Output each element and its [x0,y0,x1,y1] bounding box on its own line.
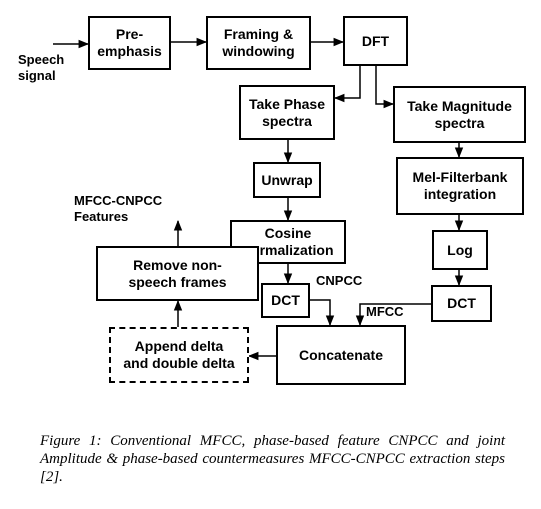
figure-caption: Figure 1: Conventional MFCC, phase-based… [40,433,505,485]
cosine-normalization-box: Cosine normalization [230,220,346,264]
append-delta-box: Append delta and double delta [109,327,249,383]
cnpcc-label: CNPCC [316,273,363,288]
features-output-label: MFCC-CNPCC Features [74,193,163,224]
arrow-mfcc-to-concatenate [355,303,431,327]
remove-nonspeech-box: Remove non- speech frames [96,246,259,301]
phase-spectra-box: Take Phase spectra [239,85,335,140]
speech-signal-label: Speech signal [18,52,65,83]
unwrap-box: Unwrap [253,162,321,198]
dct-box-mfcc: DCT [431,285,492,322]
dft-box: DFT [343,16,408,66]
pre-emphasis-box: Pre- emphasis [88,16,171,70]
arrow-cnpcc-to-concatenate [310,299,335,327]
log-box: Log [432,230,488,270]
mel-filterbank-box: Mel-Filterbank integration [396,157,524,215]
concatenate-box: Concatenate [276,325,406,385]
mfcc-label: MFCC [366,304,404,319]
dct-box-cnpcc: DCT [261,283,310,318]
magnitude-spectra-box: Take Magnitude spectra [393,86,526,143]
framing-windowing-box: Framing & windowing [206,16,311,70]
arrow-dft-to-phase [333,66,361,103]
arrow-dft-to-magnitude [375,66,395,109]
